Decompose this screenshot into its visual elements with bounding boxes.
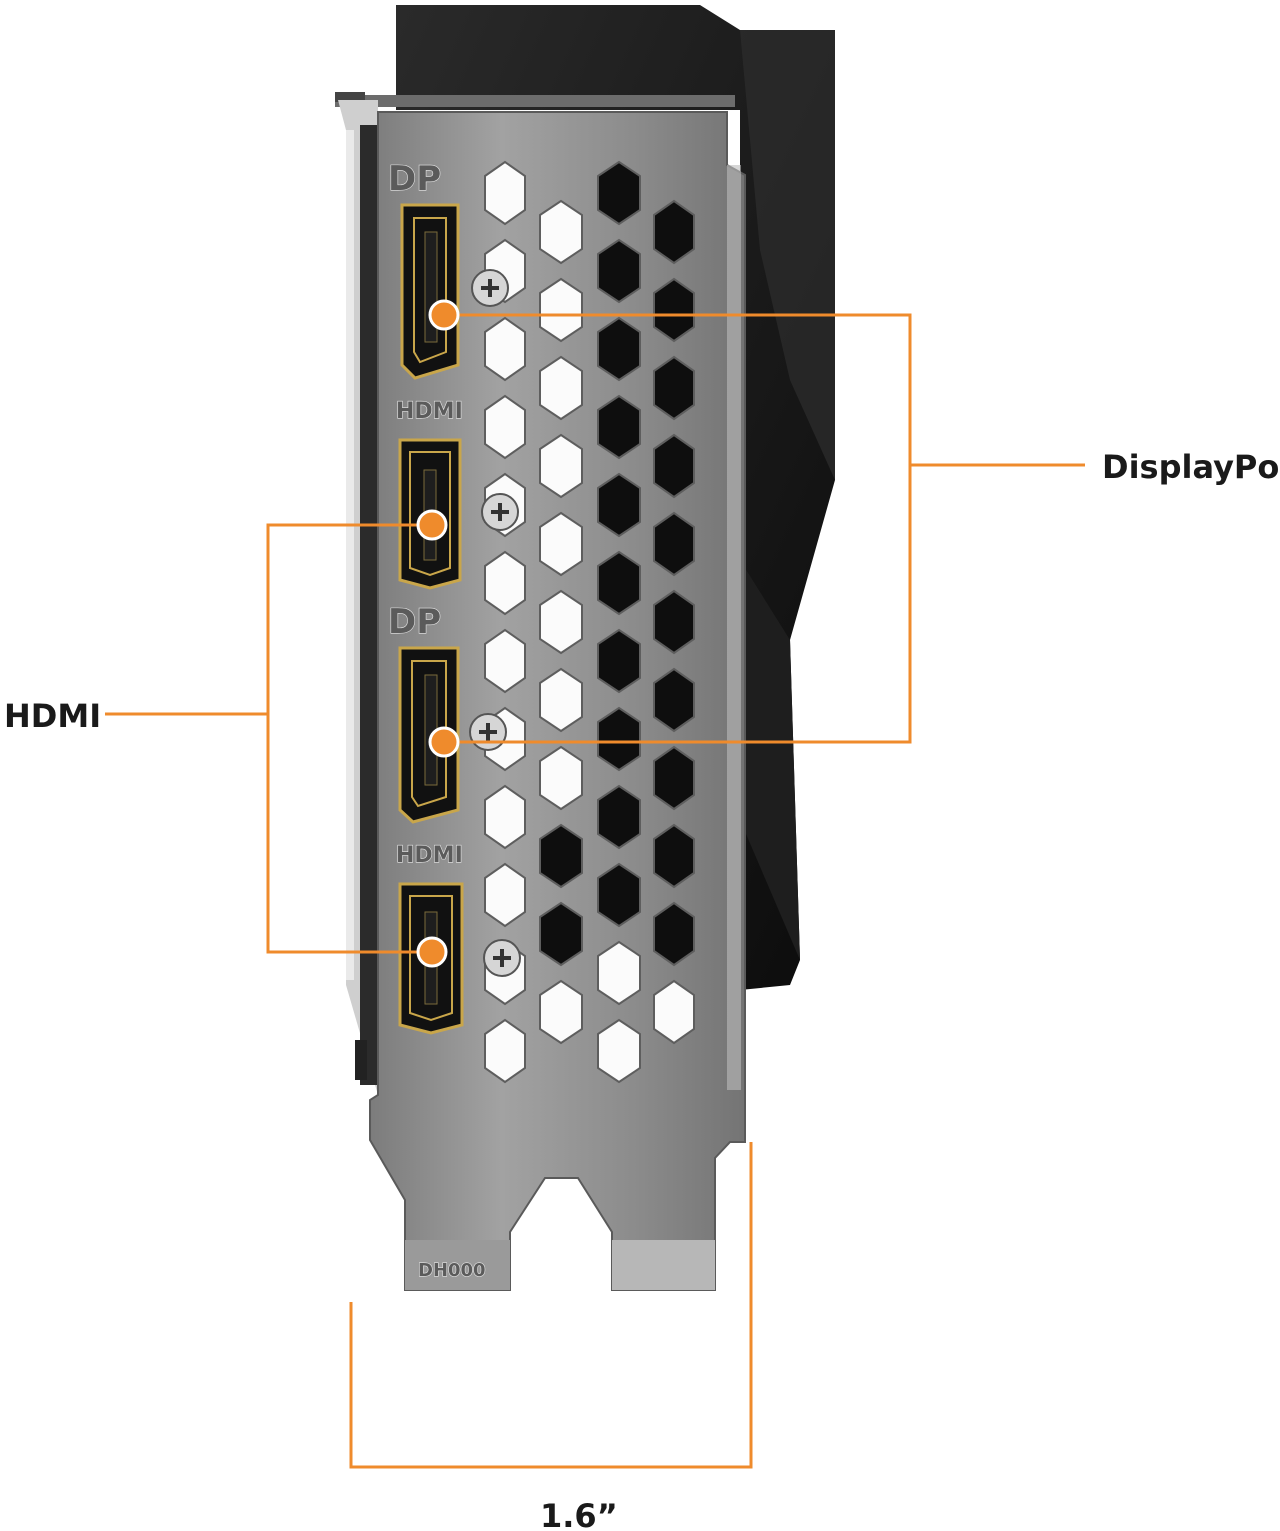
- vent-hole: [539, 667, 583, 733]
- displayport-leader-line: [444, 313, 912, 744]
- displayport-connector-1: [400, 203, 460, 380]
- vent-hole: [653, 355, 695, 421]
- vent-hole: [597, 1018, 641, 1084]
- vent-hole: [597, 472, 641, 538]
- vent-hole: [597, 316, 641, 382]
- vent-hole: [484, 550, 526, 616]
- vent-hole: [539, 823, 583, 889]
- vent-hole: [597, 784, 641, 850]
- vent-hole: [539, 199, 583, 265]
- vent-hole: [597, 238, 641, 304]
- vent-hole: [597, 394, 641, 460]
- vent-hole: [597, 940, 641, 1006]
- engraving-hdmi-1: HDMI: [396, 399, 463, 424]
- vent-hole: [484, 784, 526, 850]
- vent-hole: [539, 433, 583, 499]
- hdmi-label: HDMI: [4, 697, 101, 735]
- vent-hole: [484, 316, 526, 382]
- vent-hole: [653, 277, 695, 343]
- hdmi-callout: [105, 509, 448, 968]
- vent-hole: [597, 862, 641, 928]
- vent-hole: [484, 160, 526, 226]
- vent-hole: [484, 862, 526, 928]
- vent-hole: [653, 589, 695, 655]
- hdmi-leader-line: [266, 523, 432, 954]
- bracket-side-edge: [338, 100, 378, 1095]
- engraving-hdmi-2: HDMI: [396, 843, 463, 868]
- vent-hole: [597, 160, 641, 226]
- vent-hole: [653, 901, 695, 967]
- displayport-label: DisplayPort: [1102, 448, 1280, 486]
- vent-hole: [539, 589, 583, 655]
- width-label: 1.6”: [540, 1497, 618, 1531]
- displayport-connector-2: [398, 646, 460, 824]
- vent-hole: [653, 979, 695, 1045]
- vent-hole: [653, 199, 695, 265]
- vent-hole: [539, 901, 583, 967]
- vent-hole: [484, 394, 526, 460]
- vent-hole: [653, 667, 695, 733]
- vent-hole: [597, 706, 641, 772]
- vent-hole: [539, 745, 583, 811]
- engraving-dp-1: DP: [388, 159, 441, 199]
- vent-hole: [539, 277, 583, 343]
- displayport-callout: [428, 299, 1085, 758]
- vent-hole: [539, 355, 583, 421]
- vent-hole: [539, 511, 583, 577]
- vent-grille: [484, 160, 695, 1084]
- displayport-marker-1: [428, 299, 460, 331]
- engraving-dp-2: DP: [388, 602, 441, 642]
- engraving-foot: DH000: [418, 1260, 486, 1281]
- vent-hole: [653, 823, 695, 889]
- vent-hole: [539, 979, 583, 1045]
- width-dimension-line: [349, 1142, 753, 1469]
- vent-hole: [653, 511, 695, 577]
- vent-hole: [484, 1018, 526, 1084]
- vent-hole: [653, 433, 695, 499]
- vent-hole: [597, 550, 641, 616]
- width-dimension: [349, 1142, 753, 1469]
- vent-hole: [597, 628, 641, 694]
- vent-hole: [653, 745, 695, 811]
- vent-hole: [484, 628, 526, 694]
- hdmi-marker-1: [416, 509, 448, 541]
- displayport-marker-2: [428, 726, 460, 758]
- hdmi-marker-2: [416, 936, 448, 968]
